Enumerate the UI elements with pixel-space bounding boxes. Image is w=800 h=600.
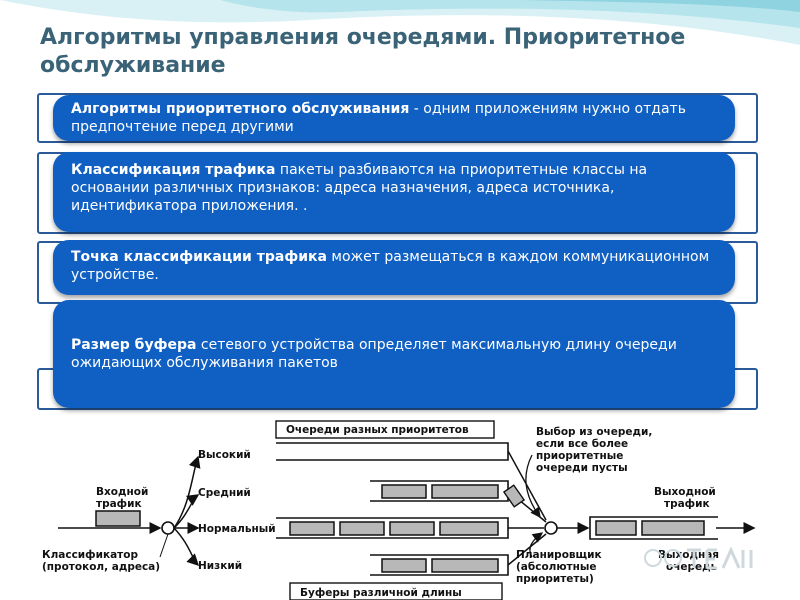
scheduler-label: Планировщик (абсолютные приоритеты) bbox=[516, 549, 605, 585]
card-priority-algorithms: Алгоритмы приоритетного обслуживания - о… bbox=[53, 95, 735, 141]
selected-packet bbox=[502, 484, 526, 508]
watermark-logo bbox=[644, 546, 753, 570]
card-traffic-classification: Классификация трафика пакеты разбиваются… bbox=[53, 152, 735, 232]
slide-title: Алгоритмы управления очередями. Приорите… bbox=[40, 25, 686, 78]
queue-packets bbox=[289, 484, 499, 573]
priority-queue-diagram: Очереди разных приоритетов Высокий Средн… bbox=[42, 420, 756, 600]
priority-low-label: Низкий bbox=[198, 560, 242, 572]
priority-medium-label: Средний bbox=[198, 487, 251, 499]
priority-high-label: Высокий bbox=[198, 449, 251, 461]
scheduler-node bbox=[544, 521, 558, 535]
output-packet-1 bbox=[595, 520, 637, 536]
input-packet bbox=[95, 510, 141, 527]
priority-normal-label: Нормальный bbox=[198, 523, 276, 535]
classifier-node bbox=[161, 521, 175, 535]
card-buffer-size: Размер буфера сетевого устройства опреде… bbox=[53, 300, 735, 408]
selection-label: Выбор из очереди, если все более приорит… bbox=[536, 426, 656, 474]
buffers-label: Буферы различной длины bbox=[300, 587, 462, 599]
classifier-label: Классификатор(протокол, адреса) bbox=[42, 549, 160, 573]
output-packet-2 bbox=[641, 520, 705, 536]
queues-label: Очереди разных приоритетов bbox=[286, 424, 469, 436]
header-decoration bbox=[0, 0, 800, 45]
card-classification-point: Точка классификации трафика может размещ… bbox=[53, 240, 735, 295]
